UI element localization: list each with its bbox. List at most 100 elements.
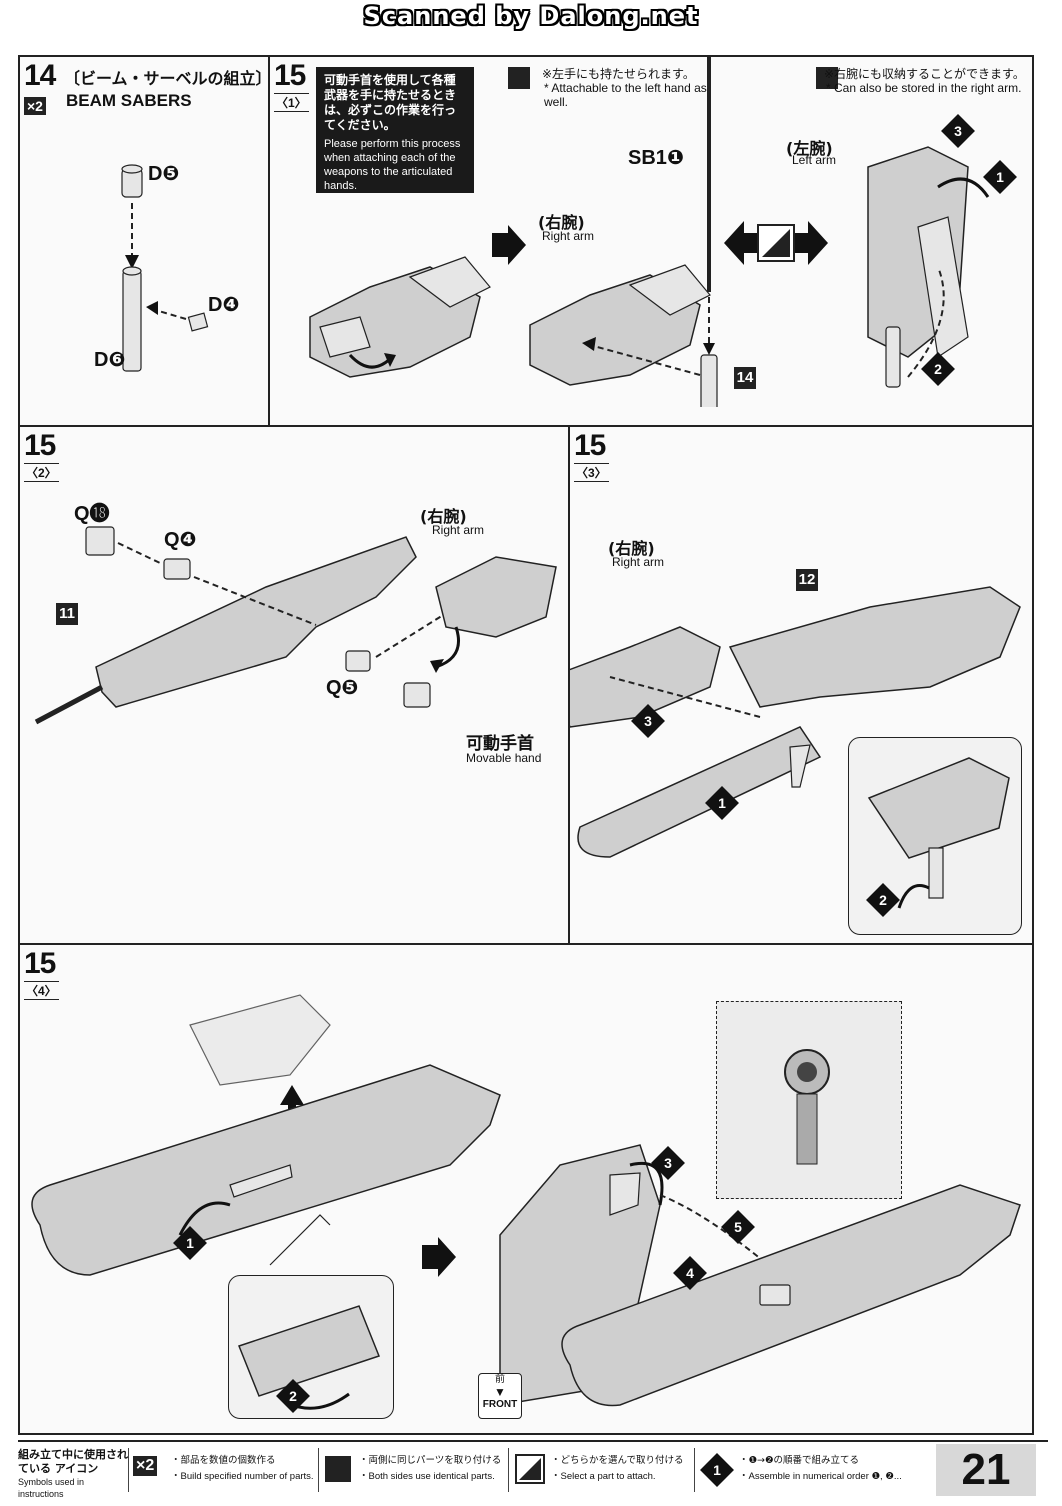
legend-order: 1 ・❶→❷の順番で組み立てる ・Assemble in numerical o… <box>694 1448 924 1492</box>
step-15-3-number: 15 <box>574 429 606 462</box>
step-15-2-panel: 15 〈2〉 Q⓲ Q❹ Q❺ 11 (右腕) Right arm <box>18 425 570 945</box>
order-2-marker-a: 2 <box>921 352 955 386</box>
legend-select-jp: ・どちらかを選んで取り付ける <box>551 1455 684 1466</box>
step-15-4-panel: 15 〈4〉 1 2 3 4 5 前 <box>18 943 1034 1435</box>
step-14-title-en: BEAM SABERS <box>66 91 192 110</box>
part-label-sb1: SB1❶ <box>628 147 684 169</box>
grip-photo-inset <box>716 1001 902 1199</box>
legend-title-jp: 組み立て中に使用されている アイコン <box>18 1448 128 1475</box>
both-sides-icon <box>508 67 530 89</box>
scan-credit: Scanned by Dalong.net <box>363 2 699 30</box>
part-label-d6: D❻ <box>94 349 126 371</box>
order-icon: 1 <box>700 1453 734 1487</box>
part-label-d4: D❹ <box>208 294 240 316</box>
part-label-q5: Q❺ <box>326 677 359 699</box>
icon-legend-footer: 組み立て中に使用されている アイコン Symbols used in instr… <box>18 1440 1048 1500</box>
legend-multiplier-en: ・Build specified number of parts. <box>171 1471 314 1482</box>
step-14-number: 14 <box>24 59 56 92</box>
part-label-d5: D❺ <box>148 163 180 185</box>
movable-hand-label-en: Movable hand <box>466 751 542 765</box>
legend-select-en: ・Select a part to attach. <box>551 1471 656 1482</box>
note-jp: 可動手首を使用して各種武器を手に持たせるときは、必ずこの作業を行ってください。 <box>324 73 457 132</box>
multiplier-badge: ×2 <box>24 97 46 115</box>
front-arrow-icon: ▼ <box>494 1385 506 1399</box>
pair-icon <box>325 1456 351 1482</box>
legend-order-en: ・Assemble in numerical order ❶, ❷... <box>739 1471 902 1482</box>
front-indicator: 前 ▼ FRONT <box>478 1373 522 1419</box>
detail-inset-c: 2 <box>228 1275 394 1419</box>
left-arm-label-jp: (左腕) <box>786 139 833 158</box>
beam-saber-diagram <box>121 164 209 372</box>
movable-hand-label-jp: 可動手首 <box>466 734 534 754</box>
part-number-12: 12 <box>796 569 818 591</box>
legend-title: 組み立て中に使用されている アイコン Symbols used in instr… <box>18 1448 128 1500</box>
order-3-marker-d: 3 <box>651 1146 685 1180</box>
order-2-marker-b: 2 <box>866 883 900 917</box>
part-label-q18: Q⓲ <box>74 503 110 525</box>
step-arrow-1 <box>492 225 526 265</box>
step-15-1-number: 15 <box>274 59 306 92</box>
select-arrows <box>724 221 828 265</box>
store-note-en: * Can also be stored in the right arm. <box>826 81 1022 95</box>
legend-pair: ・両側に同じパーツを取り付ける ・Both sides use identica… <box>318 1448 508 1492</box>
step-15-4-sub: 〈4〉 <box>24 981 59 1000</box>
legend-multiplier-jp: ・部品を数値の個数作る <box>171 1455 276 1466</box>
legend-multiplier: ×2 ・部品を数値の個数作る ・Build specified number o… <box>128 1448 318 1492</box>
legend-select: ・どちらかを選んで取り付ける ・Select a part to attach. <box>508 1448 694 1492</box>
left-hand-note-en: * Attachable to the left hand as well. <box>544 81 707 109</box>
right-arm-hand-diagram-1 <box>309 256 491 378</box>
order-1-marker-b: 1 <box>705 786 739 820</box>
legend-pair-en: ・Both sides use identical parts. <box>359 1471 495 1482</box>
front-label-en: FRONT <box>482 1399 518 1410</box>
bazooka-back-mount-diagram <box>499 1144 1021 1407</box>
order-3-marker-a: 13 <box>941 114 975 148</box>
left-hand-note-jp: ※左手にも持たせられます。 <box>542 67 695 81</box>
order-3-marker-b: 3 <box>631 704 665 738</box>
page-number: 21 <box>936 1444 1036 1496</box>
bazooka-grip-fold-diagram <box>31 994 501 1276</box>
multiplier-icon: ×2 <box>133 1456 158 1476</box>
part-label-q4: Q❹ <box>164 529 197 551</box>
left-arm-label-en: Left arm <box>792 153 837 167</box>
step-15-3-sub: 〈3〉 <box>574 463 609 482</box>
store-note-jp: ※右腕にも収納することができます。 <box>824 67 1025 81</box>
order-5-marker-d: 5 <box>721 1210 755 1244</box>
beam-saber-blade <box>700 57 718 407</box>
part-number-14: 14 <box>734 367 756 389</box>
legend-title-en: Symbols used in instructions <box>18 1477 85 1499</box>
order-2-marker-c: 2 <box>276 1379 310 1413</box>
step-14-panel: 14 ×2 〔ビーム・サーベルの組立〕 BEAM SABERS D❺ D❹ D❻ <box>18 55 272 427</box>
step-15-1-sub: 〈1〉 <box>274 93 309 112</box>
grip-detail-inset: 2 <box>848 737 1022 935</box>
detail-inset-c-diagram <box>238 1305 380 1410</box>
right-arm-label-en: Right arm <box>542 229 595 243</box>
step-15-2-number: 15 <box>24 429 56 462</box>
articulated-hand-note: 可動手首を使用して各種武器を手に持たせるときは、必ずこの作業を行ってください。 … <box>316 67 474 193</box>
step-14-title-jp: 〔ビーム・サーベルの組立〕 <box>64 69 272 88</box>
right-arm-label-jp-3: (右腕) <box>608 539 655 558</box>
right-arm-hand-diagram-2 <box>529 264 711 386</box>
step-15-1-panel: 15 〈1〉 可動手首を使用して各種武器を手に持たせるときは、必ずこの作業を行っ… <box>268 55 1034 427</box>
step-15-3-panel: 15 〈3〉 (右腕) Right arm 12 3 1 可動手首 Movabl… <box>466 425 1034 945</box>
legend-order-jp: ・❶→❷の順番で組み立てる <box>739 1455 859 1466</box>
grip-detail-diagram <box>867 757 1010 909</box>
step-15-4-number: 15 <box>24 947 56 980</box>
order-4-marker-d: 4 <box>673 1256 707 1290</box>
select-icon <box>515 1454 545 1484</box>
right-arm-label-jp-2: (右腕) <box>420 507 467 526</box>
left-arm-storage-diagram <box>867 146 990 388</box>
right-arm-label-jp: (右腕) <box>538 213 585 232</box>
front-label-jp: 前 <box>495 1374 505 1385</box>
right-arm-label-en-3: Right arm <box>612 555 665 569</box>
order-1-marker-c: 1 <box>173 1226 207 1260</box>
rifle-assembly-diagram <box>34 526 557 725</box>
part-number-11: 11 <box>56 603 78 625</box>
legend-pair-jp: ・両側に同じパーツを取り付ける <box>359 1455 502 1466</box>
order-1-marker-a: 1 <box>983 160 1017 194</box>
right-arm-label-en-2: Right arm <box>432 523 485 537</box>
bazooka-hand-diagram <box>570 586 1021 858</box>
note-en: Please perform this process when attachi… <box>324 138 461 192</box>
step-arrow-2 <box>422 1237 456 1277</box>
step-15-2-sub: 〈2〉 <box>24 463 59 482</box>
grip-photo-diagram <box>784 1049 830 1165</box>
